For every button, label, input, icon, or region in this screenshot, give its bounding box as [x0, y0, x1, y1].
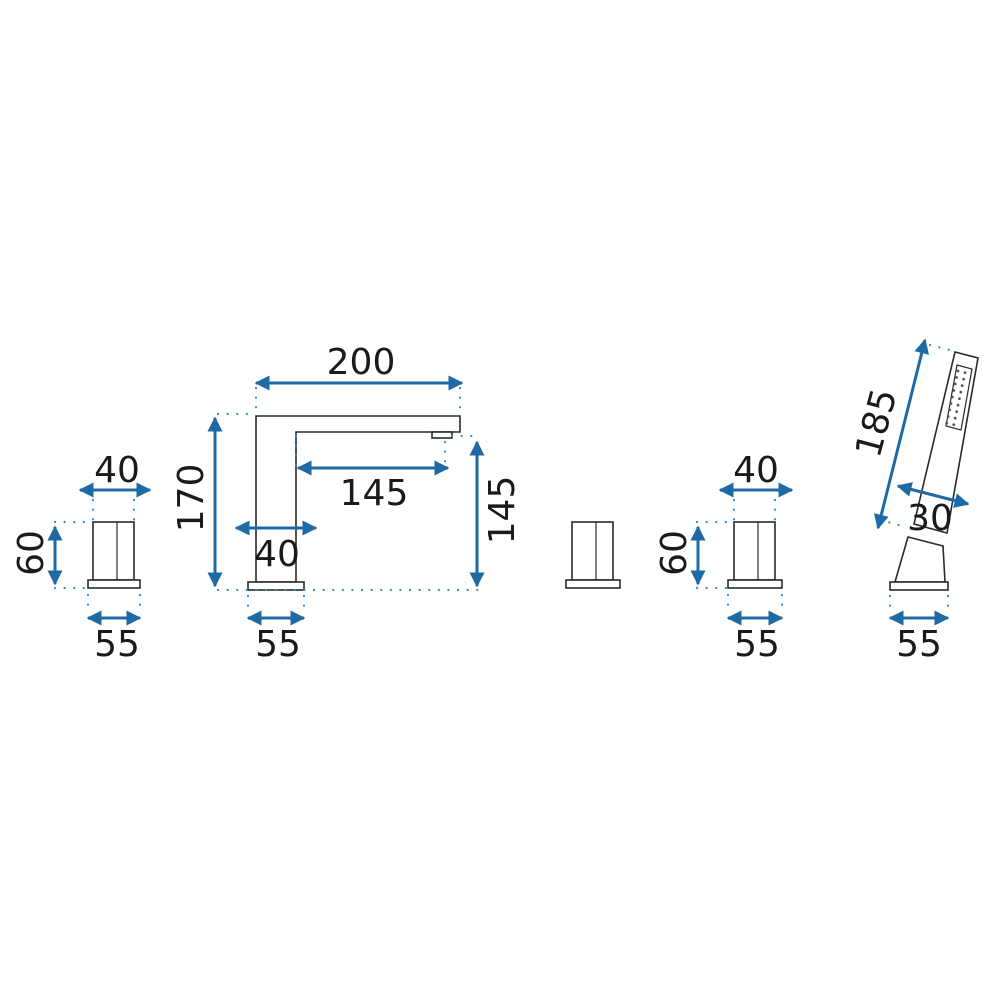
- hand-shower-diameter-label: 30: [907, 498, 953, 539]
- right-handle-base: [727, 579, 783, 589]
- spray-hole: [946, 415, 950, 418]
- spout-aerator: [431, 431, 453, 439]
- right-handle-base-label: 55: [734, 624, 780, 665]
- spray-hole: [945, 421, 949, 425]
- hand-shower-base: [889, 581, 949, 591]
- hand-shower-spray-holes: [945, 369, 967, 426]
- spray-hole: [956, 403, 960, 407]
- spray-hole: [948, 408, 951, 412]
- spray-hole: [949, 402, 953, 405]
- spout-base: [247, 581, 305, 591]
- spray-hole: [952, 423, 956, 426]
- spray-hole: [953, 416, 957, 420]
- spray-hole: [962, 377, 965, 381]
- hand-shower-diameter-arrow: [896, 482, 970, 508]
- hand-shower-holder: [893, 536, 946, 583]
- middle-handle-drawing: [565, 521, 621, 589]
- spray-hole: [960, 384, 964, 387]
- hand-shower-base-label: 55: [896, 624, 942, 665]
- spout-body-width-label: 40: [254, 534, 300, 575]
- spray-hole: [952, 389, 956, 392]
- hand-shower-length-arrow: [873, 338, 930, 530]
- spray-hole: [958, 397, 961, 400]
- middle-handle-body: [571, 521, 614, 581]
- spray-hole: [955, 410, 958, 413]
- right-handle-drawing: [695, 498, 784, 612]
- spray-hole: [955, 376, 958, 379]
- spout-base-label: 55: [255, 624, 301, 665]
- spray-hole: [953, 382, 957, 386]
- spray-hole: [956, 369, 960, 373]
- middle-handle-base: [565, 579, 621, 589]
- spout-inner-length-label: 145: [340, 473, 409, 514]
- hand-shower-ext-bottom: [878, 518, 908, 529]
- spray-hole: [959, 390, 963, 394]
- hand-shower-drawing: [878, 343, 979, 612]
- hand-shower-ext-top: [928, 343, 952, 352]
- left-handle-height-label: 60: [11, 530, 52, 576]
- right-handle-height-label: 60: [654, 530, 695, 576]
- spout-outlet-height-label: 145: [482, 476, 523, 545]
- spray-hole: [963, 371, 967, 374]
- spout-height-label: 170: [171, 464, 212, 533]
- left-handle-width-label: 40: [94, 450, 140, 491]
- right-handle-width-label: 40: [733, 450, 779, 491]
- left-handle-body: [92, 521, 135, 581]
- spray-hole: [951, 395, 954, 399]
- left-handle-base: [87, 579, 141, 589]
- spout-length-label: 200: [327, 342, 396, 383]
- right-handle-body: [733, 521, 776, 581]
- hand-shower-spray-face: [945, 364, 973, 431]
- left-handle-drawing: [53, 498, 142, 612]
- left-handle-base-label: 55: [94, 624, 140, 665]
